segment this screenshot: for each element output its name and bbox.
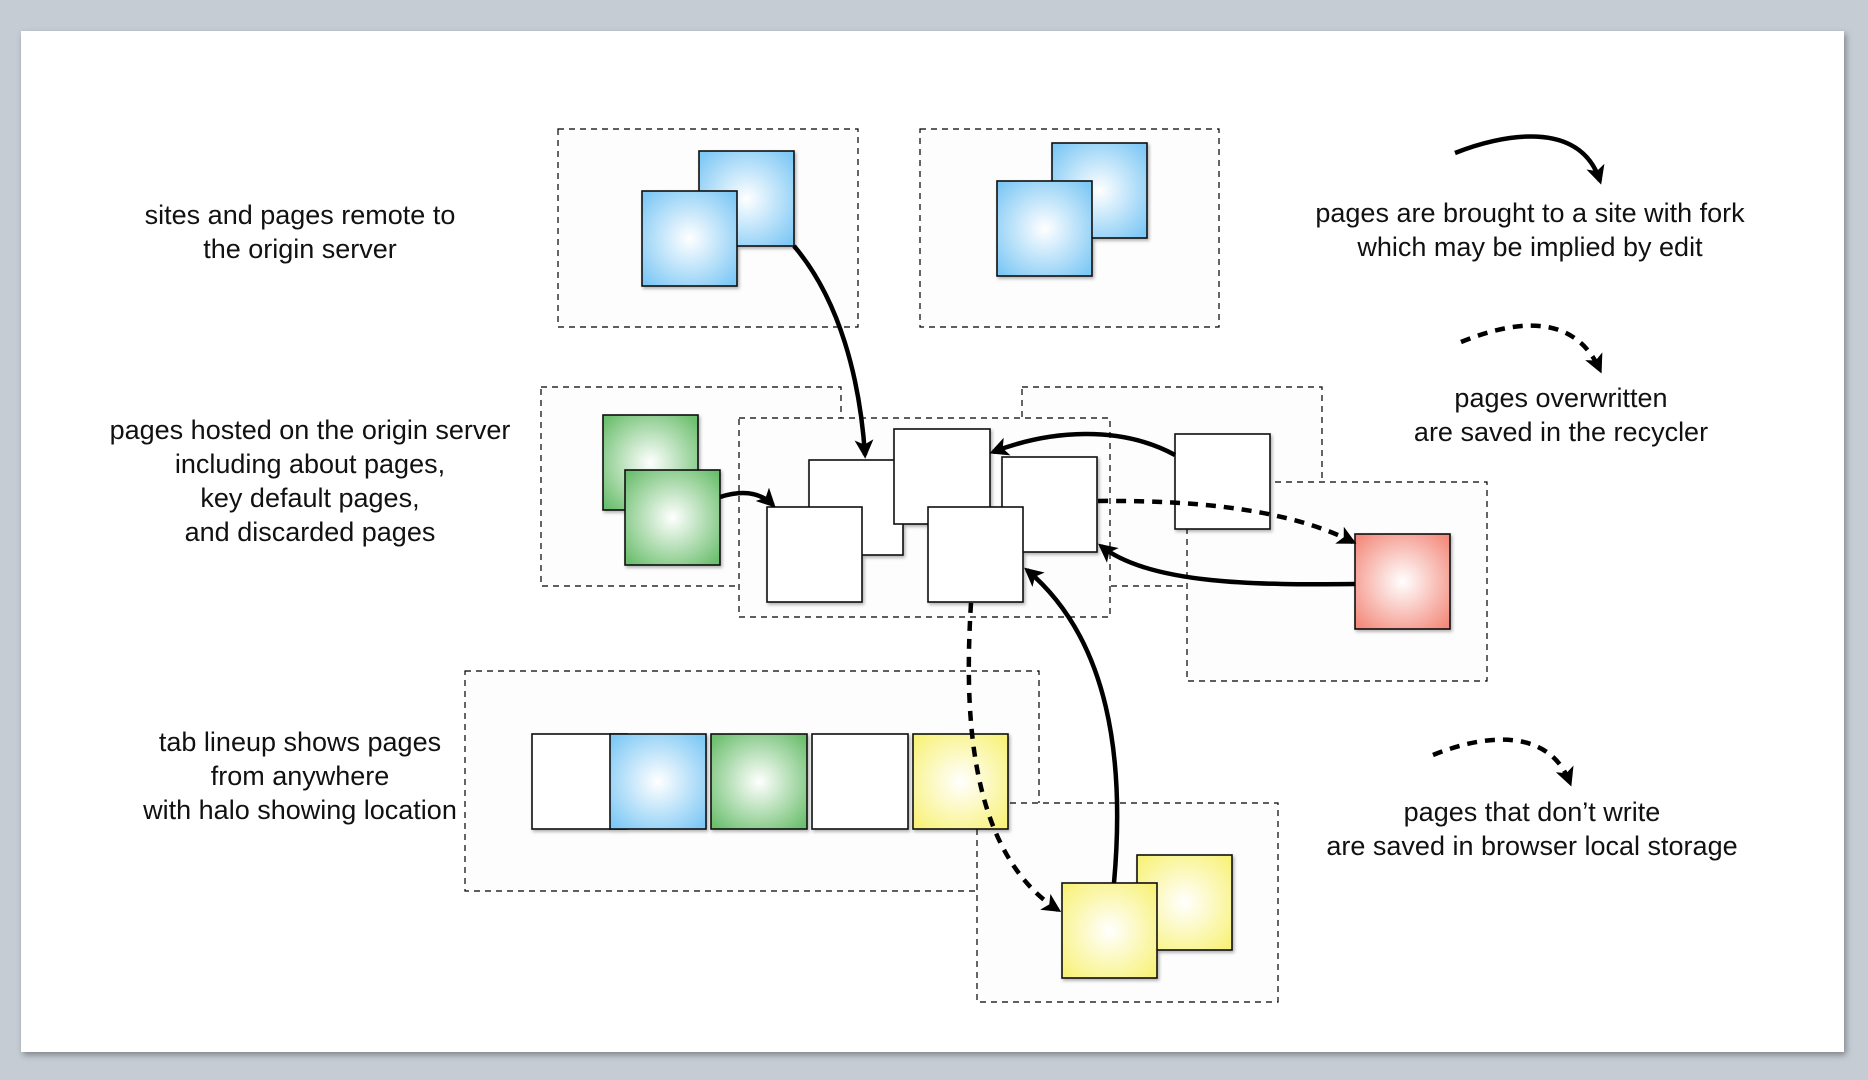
arrow-nowrite-to-local bbox=[966, 602, 1062, 913]
legend-recycler-text: pages overwritten are saved in the recyc… bbox=[1414, 381, 1708, 449]
legend-dashed-arrow-local-icon bbox=[1432, 737, 1574, 787]
page-other-site-white bbox=[1174, 433, 1271, 530]
page-recycler-red bbox=[1354, 533, 1451, 630]
label-line: and discarded pages bbox=[184, 517, 436, 547]
arrow-fork-remote-to-site bbox=[792, 244, 874, 459]
legend-dashed-arrow-recycler-icon bbox=[1460, 323, 1603, 374]
label-line: pages overwritten bbox=[1454, 383, 1668, 413]
lineup-page-green bbox=[710, 733, 808, 830]
label-line: pages that don’t write bbox=[1403, 797, 1661, 827]
lineup-page-white bbox=[811, 733, 909, 830]
page-site-white bbox=[766, 506, 863, 603]
page-remote-blue bbox=[996, 180, 1093, 277]
arrow-fork-local-to-site bbox=[1024, 567, 1120, 884]
legend-solid-arrow-icon bbox=[1454, 134, 1605, 185]
label-line: from anywhere bbox=[210, 761, 390, 791]
arrow-overwritten-to-recycler bbox=[1097, 498, 1357, 545]
label-origin: pages hosted on the origin server includ… bbox=[110, 413, 511, 549]
label-line: including about pages, bbox=[174, 449, 446, 479]
label-tab-lineup: tab lineup shows pages from anywhere wit… bbox=[143, 725, 457, 827]
arrow-fork-origin-to-site bbox=[719, 487, 776, 508]
label-line: are saved in the recycler bbox=[1413, 417, 1709, 447]
arrow-fork-recycler-to-site bbox=[1098, 543, 1356, 587]
page-local-yellow bbox=[1061, 882, 1158, 979]
label-line: are saved in browser local storage bbox=[1326, 831, 1738, 861]
label-line: pages hosted on the origin server bbox=[109, 415, 511, 445]
label-line: key default pages, bbox=[200, 483, 420, 513]
label-line: sites and pages remote to bbox=[144, 200, 456, 230]
label-line: pages are brought to a site with fork bbox=[1315, 198, 1745, 228]
arrow-fork-other-site-to-site bbox=[989, 431, 1177, 457]
label-line: the origin server bbox=[203, 234, 397, 264]
label-line: tab lineup shows pages bbox=[158, 727, 442, 757]
legend-local-text: pages that don’t write are saved in brow… bbox=[1326, 795, 1737, 863]
label-line: with halo showing location bbox=[143, 795, 457, 825]
legend-fork-text: pages are brought to a site with fork wh… bbox=[1315, 196, 1744, 264]
label-remote: sites and pages remote to the origin ser… bbox=[145, 198, 456, 266]
page-origin-green bbox=[624, 469, 721, 566]
page-remote-blue bbox=[641, 190, 738, 287]
label-line: which may be implied by edit bbox=[1357, 232, 1703, 262]
lineup-page-yellow bbox=[912, 733, 1009, 830]
page-site-white bbox=[927, 506, 1024, 603]
lineup-page-blue bbox=[609, 733, 707, 830]
